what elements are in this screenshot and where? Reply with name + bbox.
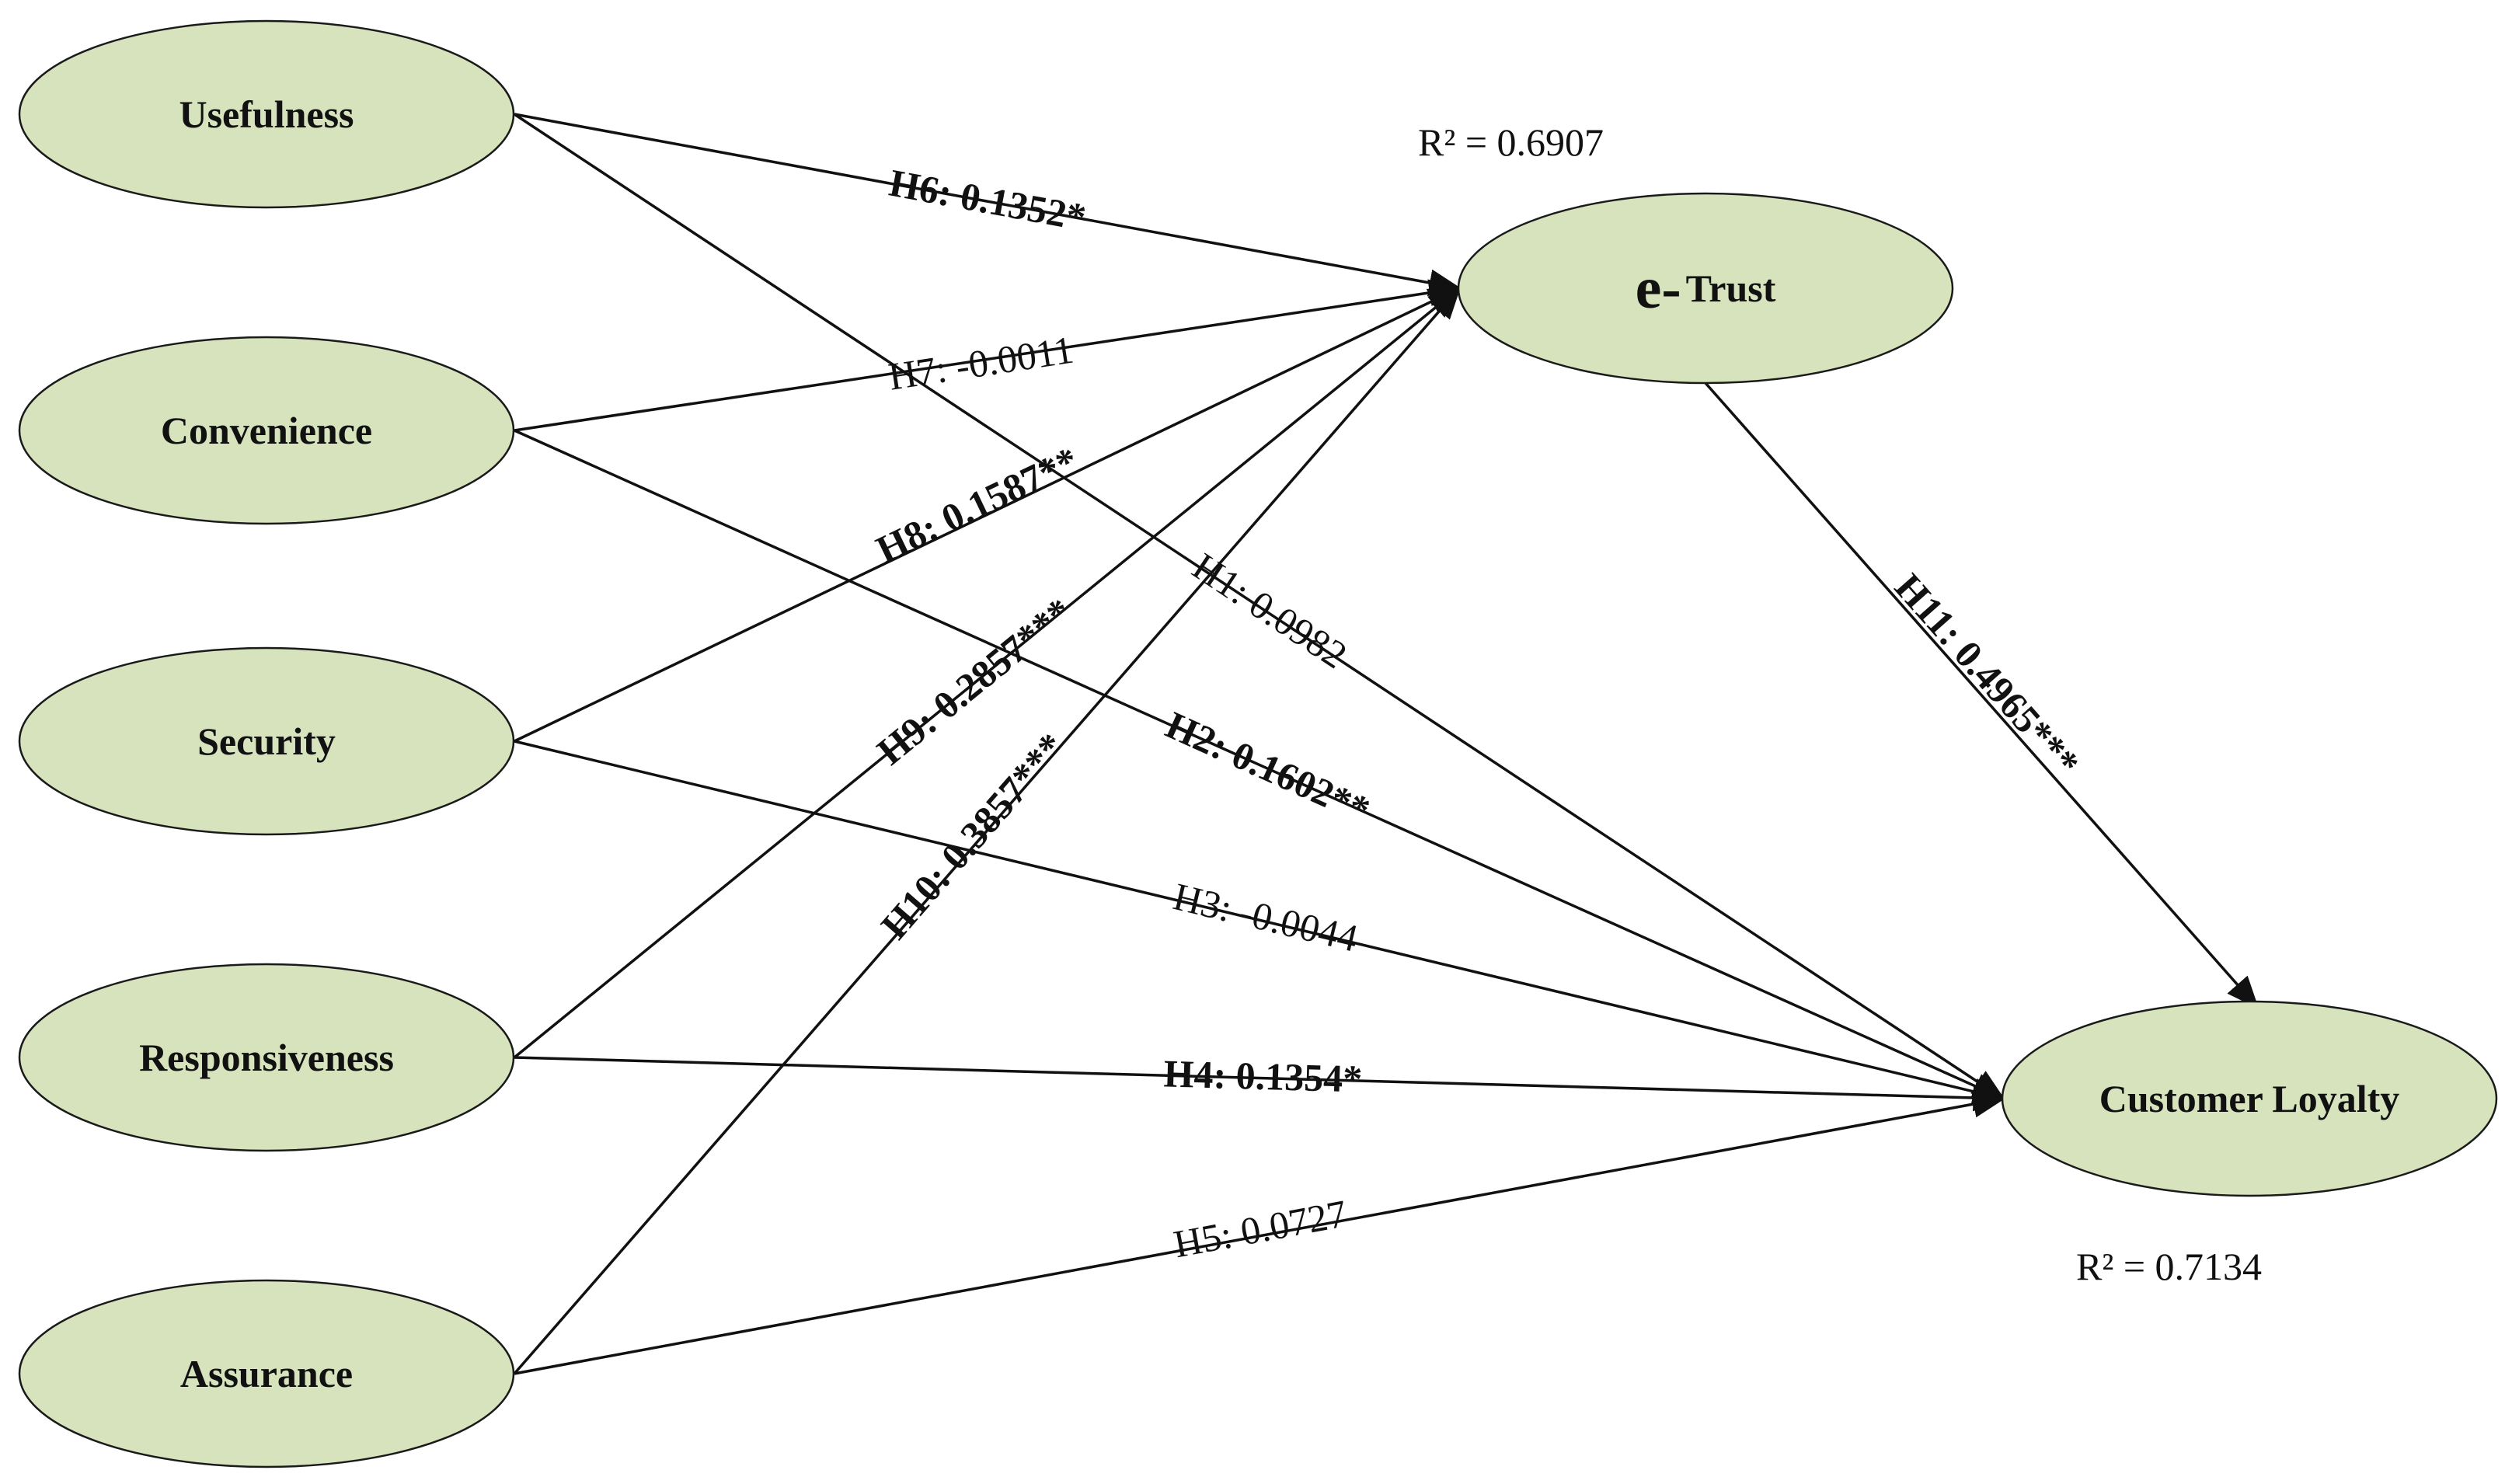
node-usefulness: Usefulness — [18, 19, 515, 209]
path-line-h4 — [514, 1056, 2006, 1112]
node-ellipse — [18, 19, 515, 209]
path-label-h5: H5: 0.0727 — [1170, 1191, 1350, 1266]
node-ellipse — [18, 963, 515, 1152]
r-squared-loyalty: R² = 0.7134 — [2076, 1245, 2262, 1288]
path-label-h1: H1: 0.0982 — [1185, 544, 1355, 677]
r-squared-etrust: R² = 0.6907 — [1418, 120, 1604, 164]
path-label-h4: H4: 0.1354* — [1163, 1051, 1363, 1100]
node-convenience: Convenience — [18, 336, 515, 525]
path-label-h3: H3: -0.0044 — [1169, 874, 1362, 960]
node-label-usefulness: Usefulness — [179, 92, 354, 136]
path-line-h5 — [514, 1090, 2006, 1375]
node-security: Security — [18, 646, 515, 836]
path-line-h2 — [514, 429, 2006, 1100]
etrust-name: Trust — [1686, 266, 1776, 310]
path-label-h2: H2: 0.1602** — [1160, 702, 1377, 831]
node-label-responsiveness: Responsiveness — [139, 1036, 394, 1079]
node-etrust: e-Trust — [1457, 192, 1954, 385]
path-line-h6 — [514, 113, 1462, 297]
path-line-h7 — [514, 279, 1462, 432]
path-line-h10 — [513, 286, 1462, 1375]
path-line-h8 — [514, 287, 1462, 743]
node-label-assurance: Assurance — [180, 1352, 353, 1395]
node-label-security: Security — [197, 719, 336, 763]
node-ellipse — [2001, 1000, 2498, 1197]
path-label-h8: H8: 0.1587** — [869, 438, 1085, 572]
node-label-customer-loyalty: Customer Loyalty — [2099, 1077, 2400, 1120]
node-ellipse — [1457, 192, 1954, 385]
node-ellipse — [18, 1279, 515, 1468]
path-lines — [513, 113, 2259, 1375]
node-customer-loyalty: Customer Loyalty — [2001, 1000, 2498, 1197]
path-line-h1 — [514, 113, 2005, 1100]
path-label-h6: H6: 0.1352* — [886, 161, 1089, 239]
node-label-convenience: Convenience — [161, 409, 372, 452]
etrust-prefix: e- — [1636, 256, 1681, 321]
path-label-h11: H11: 0.4965*** — [1887, 565, 2088, 785]
path-line-h3 — [514, 740, 2006, 1106]
node-assurance: Assurance — [18, 1279, 515, 1468]
node-ellipse — [18, 336, 515, 525]
path-line-h9 — [513, 286, 1462, 1059]
node-label-etrust: e-Trust — [1636, 256, 1776, 321]
path-label-h7: H7: -0.0011 — [886, 328, 1076, 399]
path-line-h11 — [1704, 381, 2259, 1009]
node-responsiveness: Responsiveness — [18, 963, 515, 1152]
node-ellipse — [18, 646, 515, 836]
